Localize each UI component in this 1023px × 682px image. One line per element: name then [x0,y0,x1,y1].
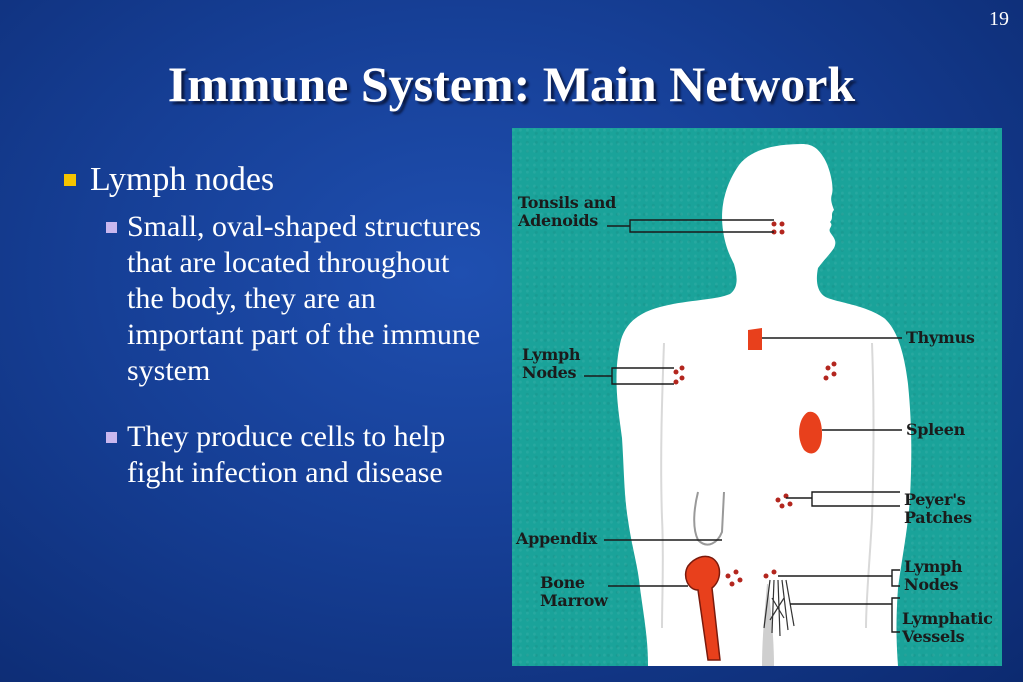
armpit-nodes-left [673,365,685,385]
peyers-patches [775,493,793,509]
square-bullet-icon [106,221,117,233]
leg-gap [762,584,774,666]
sub-bullet-text: Small, oval-shaped structures that are l… [127,209,482,387]
label-lymph-nodes-lower: Lymph Nodes [904,557,963,594]
left-arm-outline [660,342,665,629]
bullet-text: Lymph nodes [90,161,275,198]
spleen-organ [799,411,822,454]
label-tonsils: Tonsils and Adenoids [518,193,617,230]
leader-lines [584,219,902,633]
body-silhouette [616,144,912,666]
square-bullet-icon [64,174,76,186]
label-thymus: Thymus [906,328,975,347]
bone-marrow-organ [685,556,720,660]
body-illustration [584,144,912,666]
label-peyers-patches: Peyer's Patches [904,490,972,527]
label-lymphatic-vessels: Lymphatic Vessels [902,609,993,646]
label-spleen: Spleen [906,420,966,439]
sub-bullet-1: Small, oval-shaped structures that are l… [106,209,490,389]
lymphatic-vessels [763,579,795,637]
label-bone-marrow: Bone Marrow [540,573,608,610]
tonsil-nodes [771,221,785,235]
label-lymph-nodes-upper: Lymph Nodes [522,345,581,382]
label-appendix: Appendix [516,529,598,548]
groin-nodes [725,569,777,587]
page-number: 19 [989,8,1009,30]
armpit-nodes-right [823,361,837,381]
right-arm-outline [865,342,875,629]
square-bullet-icon [106,431,117,443]
immune-system-diagram: Tonsils and Adenoids Lymph Nodes Appendi… [512,128,1002,666]
thymus-organ [748,328,762,350]
slide-title: Immune System: Main Network [167,56,856,112]
bullet-lymph-nodes: Lymph nodes [60,160,490,201]
bullet-list: Lymph nodes Small, oval-shaped structure… [60,160,490,491]
femur-outline [684,555,721,661]
sub-bullet-text: They produce cells to help fight infecti… [127,419,446,489]
sub-bullet-2: They produce cells to help fight infecti… [106,419,490,491]
